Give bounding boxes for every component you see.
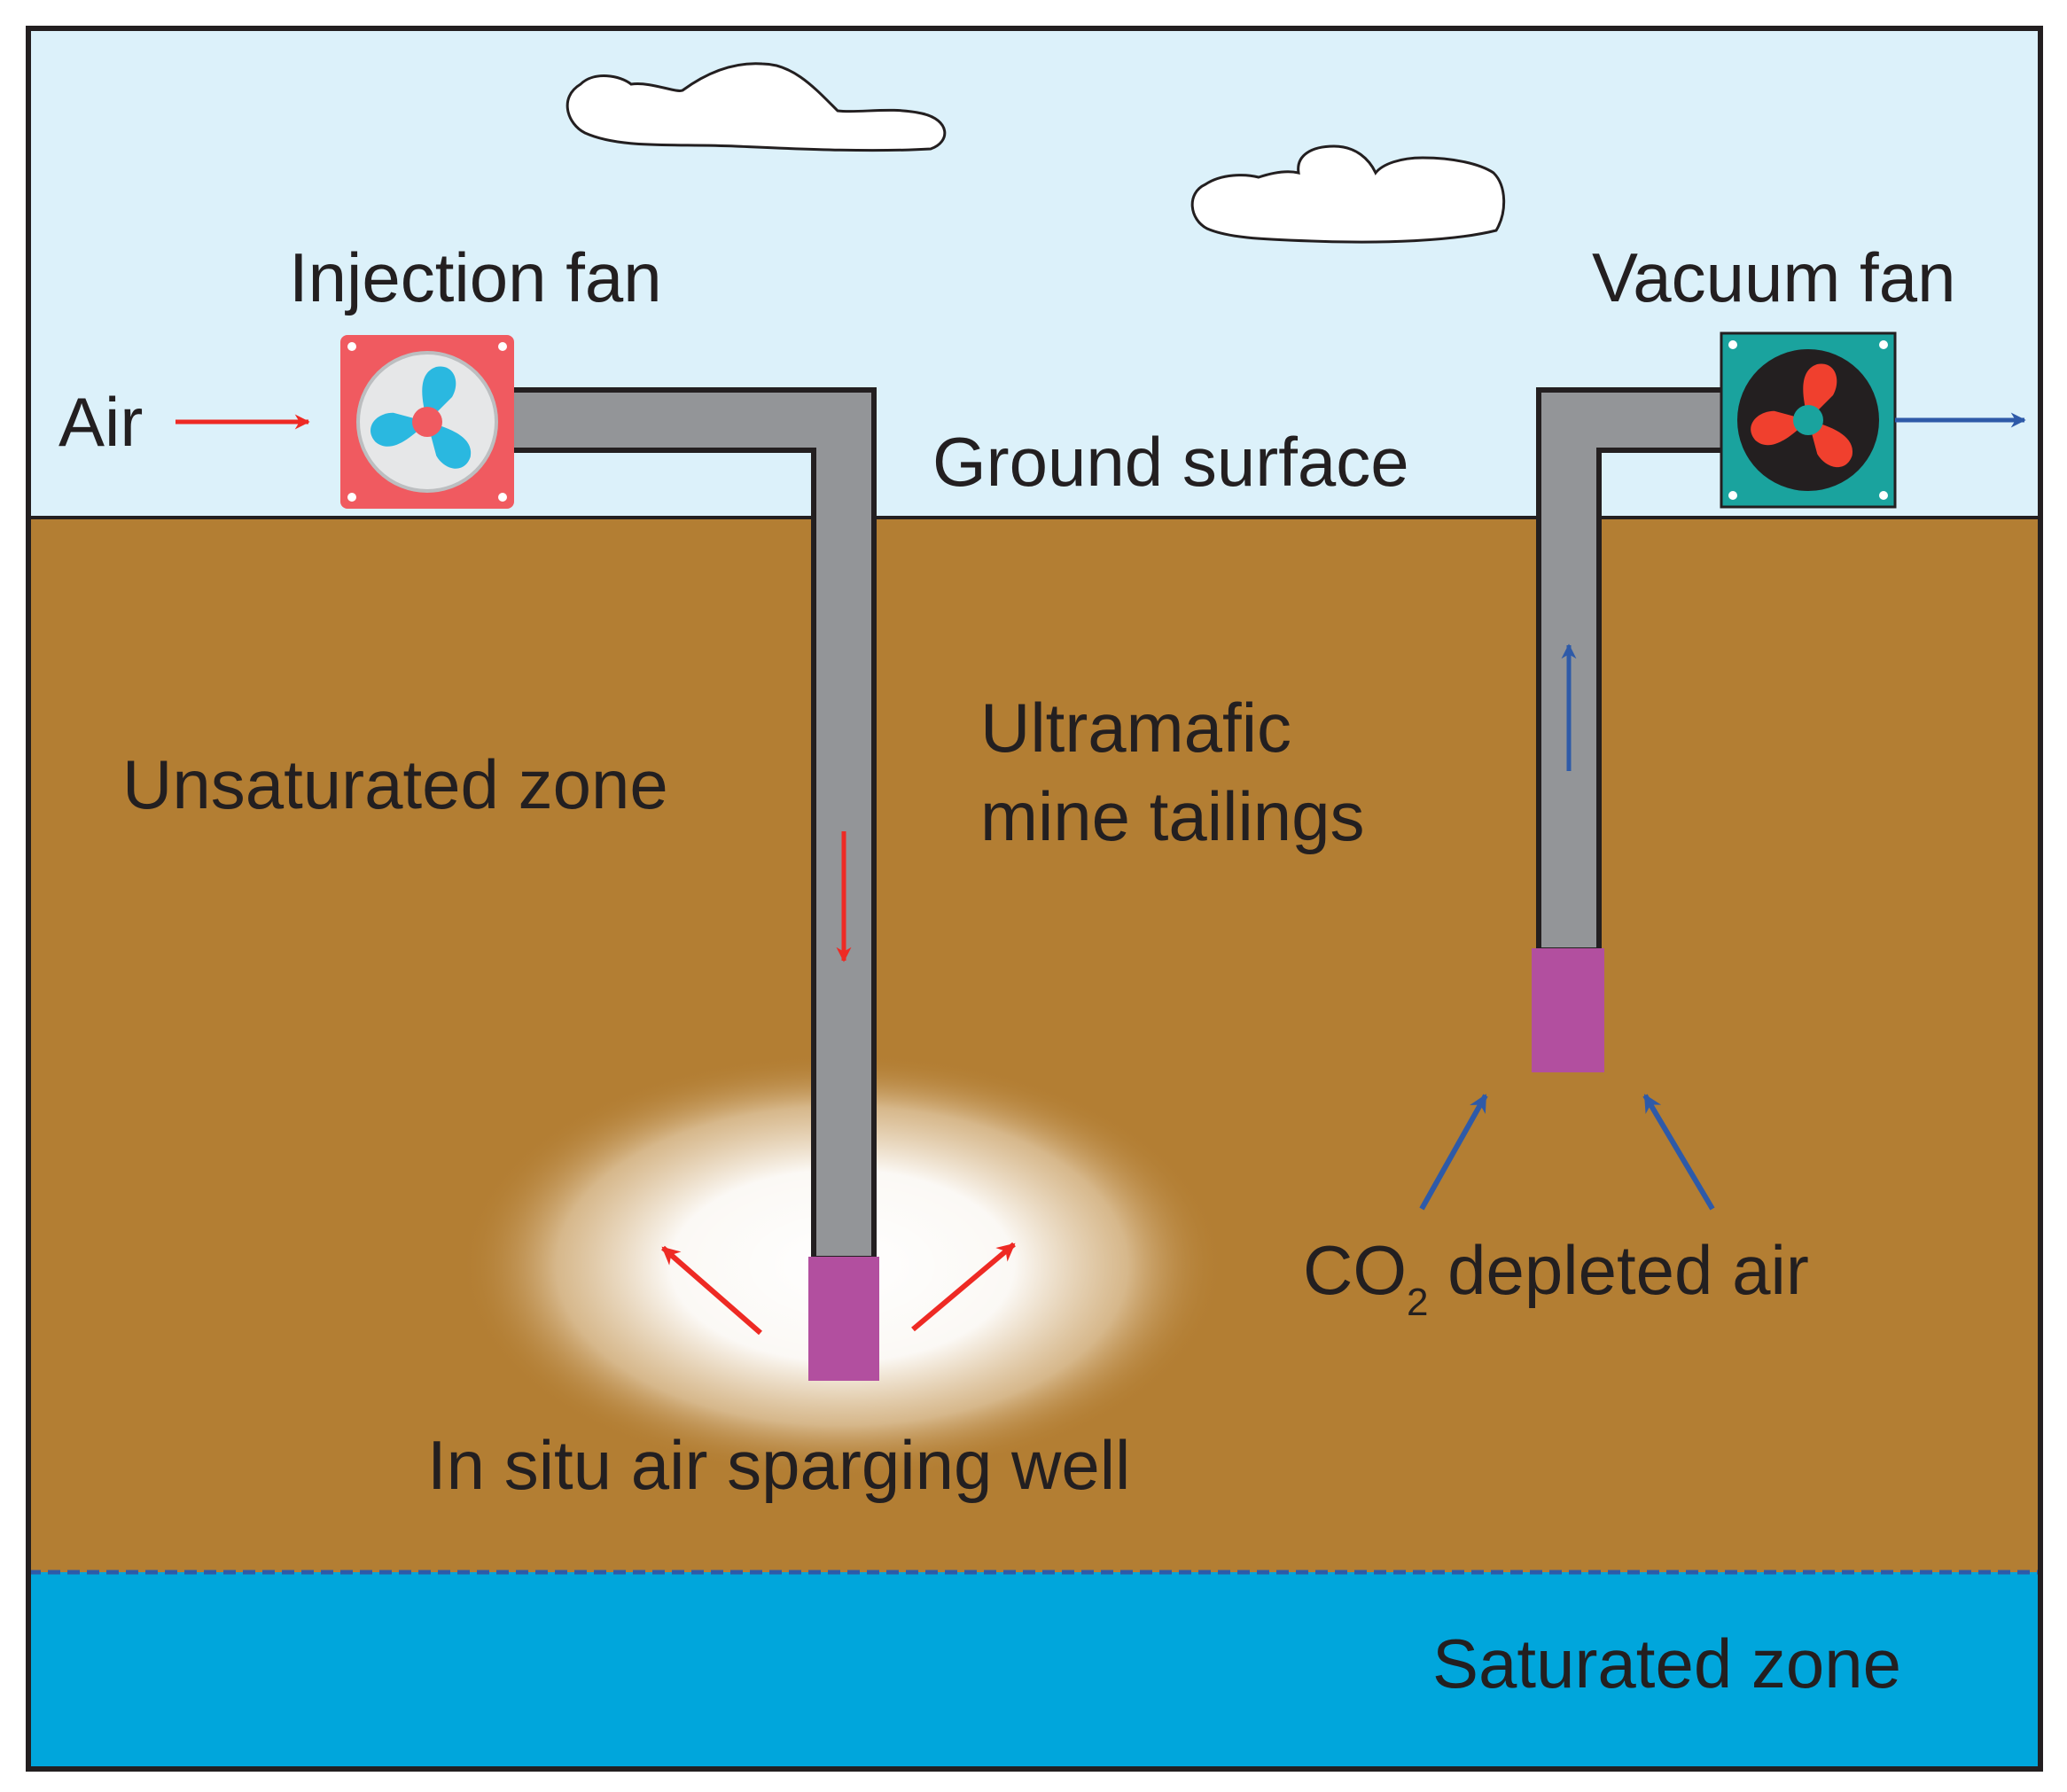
injection-well-screen	[808, 1257, 879, 1381]
ground-surface-label: Ground surface	[932, 423, 1409, 501]
cloud-icon	[566, 62, 947, 152]
co2-depleted-air-label: CO2 depleted air	[1303, 1231, 1809, 1324]
fan-icon	[340, 335, 514, 509]
sparge-arrow-right	[911, 1242, 1016, 1332]
sparging-well-label: In situ air sparging well	[427, 1426, 1130, 1504]
saturated-zone-label: Saturated zone	[1432, 1624, 1901, 1702]
extraction-well-screen	[1532, 948, 1604, 1072]
injection-fan-label: Injection fan	[289, 238, 662, 316]
sparge-arrow-left	[661, 1245, 762, 1336]
co2-subscript: 2	[1407, 1281, 1428, 1324]
cloud-icon	[1190, 144, 1506, 244]
co2-arrow-right	[1642, 1094, 1715, 1211]
air-label: Air	[58, 383, 143, 461]
co2-suffix: depleted air	[1428, 1231, 1808, 1309]
vacuum-fan-label: Vacuum fan	[1592, 238, 1955, 316]
saturated-zone-region	[28, 1572, 2040, 1769]
fan-icon	[1720, 331, 1897, 509]
unsaturated-zone-label: Unsaturated zone	[122, 745, 668, 823]
co2-prefix: CO	[1303, 1231, 1407, 1309]
diagram-frame	[26, 26, 2043, 1772]
tailings-label-line2: mine tailings	[980, 777, 1365, 855]
tailings-label-line1: Ultramafic	[980, 689, 1291, 767]
co2-arrow-left	[1419, 1094, 1488, 1211]
